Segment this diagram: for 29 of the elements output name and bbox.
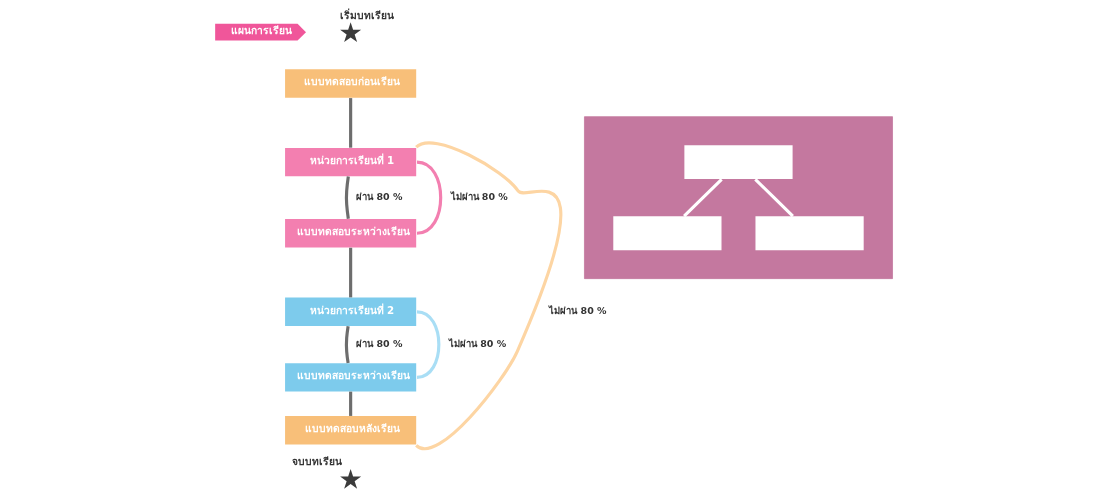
node-box: [612, 216, 721, 251]
edge-label: ไม่ผ่าน 80 %: [448, 337, 506, 349]
node-box: แบบทดสอบหลังเรียน: [284, 416, 416, 445]
node-star: [339, 469, 361, 489]
node-star: [339, 22, 361, 43]
edge-label: ไม่ผ่าน 80 %: [450, 190, 508, 202]
connector: [344, 325, 350, 364]
connector: [416, 310, 440, 379]
connector: [682, 178, 723, 218]
connector: [344, 176, 350, 219]
edge-label: ผ่าน 80 %: [355, 337, 402, 349]
node-box: [754, 216, 864, 251]
node-label: จบบทเรียน: [291, 455, 342, 468]
node-box: แบบทดสอบระหว่างเรียน: [284, 363, 416, 392]
cluster: [583, 116, 893, 280]
node-box: หน่วยการเรียนที่ 1: [284, 147, 416, 177]
edge-label: ไม่ผ่าน 80 %: [548, 304, 607, 316]
connector: [348, 391, 352, 416]
edge-label: ผ่าน 80 %: [355, 190, 402, 202]
node-label: เริ่มบทเรียน: [339, 8, 394, 21]
connector: [753, 178, 794, 218]
node-box: [683, 145, 793, 180]
connector: [416, 160, 442, 235]
node-box: แบบทดสอบระหว่างเรียน: [284, 219, 416, 248]
connector: [414, 141, 562, 450]
node-box: หน่วยการเรียนที่ 2: [284, 297, 416, 327]
connector: [348, 98, 352, 148]
node-box: แบบทดสอบก่อนเรียน: [284, 69, 416, 98]
connector: [348, 247, 352, 298]
